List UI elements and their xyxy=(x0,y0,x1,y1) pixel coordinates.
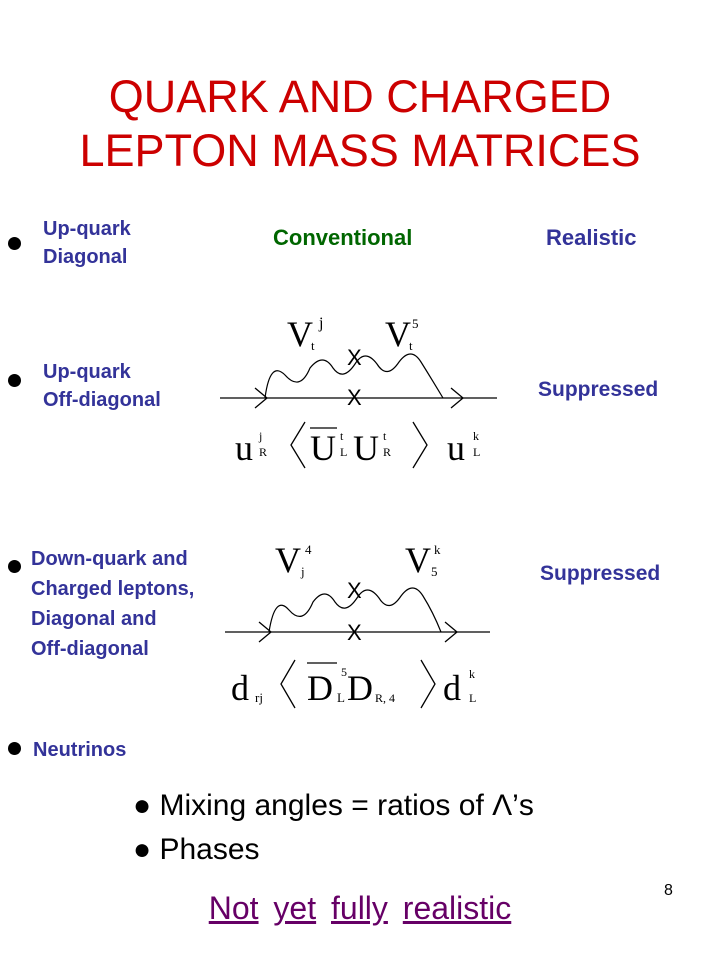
field-sup: k xyxy=(469,667,475,681)
field-sup: k xyxy=(473,429,479,443)
row-label-line: Diagonal and xyxy=(31,608,157,630)
bullet-icon xyxy=(8,742,21,755)
boson-line xyxy=(268,587,442,633)
realistic-value-down-charged: Suppressed xyxy=(540,562,661,585)
cross-mark: X xyxy=(347,385,362,410)
field-sub: L xyxy=(473,445,480,459)
bullet-icon xyxy=(8,374,21,387)
field-sup: j xyxy=(258,429,262,443)
row-label-neutrinos: Neutrinos xyxy=(33,736,126,764)
vev-sup: 5 xyxy=(341,665,347,679)
field-label: u xyxy=(447,428,465,468)
footer-link-group: Not yet fully realistic xyxy=(0,890,720,927)
vertex-label: V xyxy=(385,314,411,354)
field-sub: rj xyxy=(255,690,263,705)
link-fully[interactable]: fully xyxy=(331,890,388,926)
slide-title: QUARK AND CHARGED LEPTON MASS MATRICES xyxy=(0,70,720,178)
vertex-sup: 5 xyxy=(412,316,419,331)
arrow-icon xyxy=(444,621,459,643)
realistic-value-up-offdiagonal: Suppressed xyxy=(538,378,659,401)
vertex-label: V xyxy=(287,314,313,354)
bracket-right xyxy=(420,659,436,709)
cross-mark: X xyxy=(347,620,362,645)
cross-mark: X xyxy=(347,345,362,370)
title-line-1: QUARK AND CHARGED xyxy=(108,71,612,122)
field-label: u xyxy=(235,428,253,468)
summary-phases: ● Phases xyxy=(133,833,260,866)
summary-mixing-angles: ● Mixing angles = ratios of Λ’s xyxy=(133,789,534,822)
link-yet[interactable]: yet xyxy=(273,890,317,926)
arrow-icon xyxy=(450,387,465,409)
feynman-diagram-down: X X V j 4 V 5 k d rj D 5 L D R, 4 d k L xyxy=(225,540,490,709)
vertex-sub: j xyxy=(300,564,305,579)
cross-mark: X xyxy=(347,578,362,603)
row-label-line: Up-quark xyxy=(43,361,131,383)
vertex-sup: k xyxy=(434,542,441,557)
link-not[interactable]: Not xyxy=(208,890,259,926)
vev-sub: L xyxy=(337,690,345,705)
vev-sup: t xyxy=(340,429,344,443)
vev-sub: R xyxy=(383,445,391,459)
field-sub: L xyxy=(469,691,476,705)
row-label-up-offdiagonal: Up-quark Off-diagonal xyxy=(43,358,161,414)
row-label-line: Neutrinos xyxy=(33,739,127,761)
column-header-realistic: Realistic xyxy=(546,225,637,250)
vertex-sub: 5 xyxy=(431,564,438,579)
arrow-icon xyxy=(258,621,273,643)
vertex-sub: t xyxy=(311,338,315,353)
boson-line xyxy=(264,353,444,399)
vev-field: U xyxy=(310,428,336,468)
bracket-right xyxy=(412,421,428,469)
row-label-down-charged: Down-quark and Charged leptons, Diagonal… xyxy=(31,544,194,664)
vev-field: D xyxy=(347,668,373,708)
field-label: d xyxy=(231,668,249,708)
row-label-up-diagonal: Up-quark Diagonal xyxy=(43,215,131,271)
field-label: d xyxy=(443,668,461,708)
title-line-2: LEPTON MASS MATRICES xyxy=(79,125,641,176)
column-header-conventional: Conventional xyxy=(273,225,413,250)
vev-field: U xyxy=(353,428,379,468)
row-label-line: Diagonal xyxy=(43,246,128,268)
vertex-label: V xyxy=(275,540,301,580)
row-label-line: Off-diagonal xyxy=(43,389,161,411)
vev-sup: t xyxy=(383,429,387,443)
vev-sub: R, 4 xyxy=(375,691,395,705)
row-label-line: Up-quark xyxy=(43,218,131,240)
bracket-left xyxy=(290,421,306,469)
row-label-line: Down-quark and xyxy=(31,548,188,570)
link-realistic[interactable]: realistic xyxy=(402,890,512,926)
row-label-line: Off-diagonal xyxy=(31,638,149,660)
feynman-diagram-up: X X V t j V t 5 u j R U t L U t R u k L xyxy=(220,314,497,469)
page-number: 8 xyxy=(664,882,673,899)
vertex-sup: j xyxy=(318,315,323,332)
bullet-icon xyxy=(8,237,21,250)
arrow-icon xyxy=(254,387,269,409)
vev-field: D xyxy=(307,668,333,708)
bullet-icon xyxy=(8,560,21,573)
vertex-label: V xyxy=(405,540,431,580)
vertex-sub: t xyxy=(409,338,413,353)
vev-sub: L xyxy=(340,445,347,459)
bracket-left xyxy=(280,659,296,709)
field-sub: R xyxy=(259,445,267,459)
row-label-line: Charged leptons, xyxy=(31,578,195,600)
vertex-sup: 4 xyxy=(305,542,312,557)
